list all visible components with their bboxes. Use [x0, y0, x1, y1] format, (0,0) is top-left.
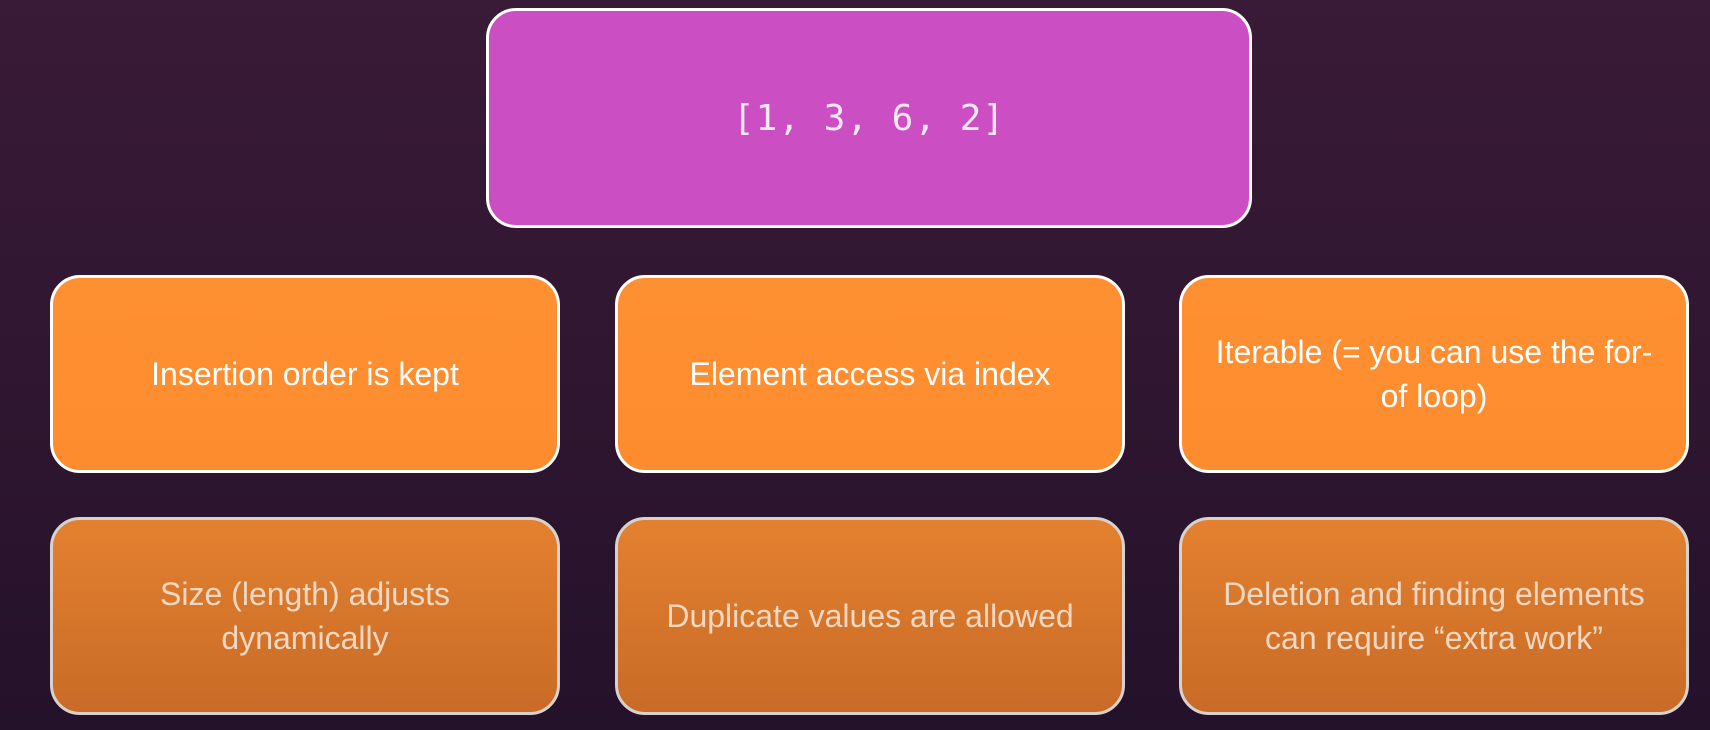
feature-card-text: Insertion order is kept: [151, 356, 459, 392]
feature-card-text: Duplicate values are allowed: [666, 598, 1074, 634]
array-literal: [1, 3, 6, 2]: [732, 97, 1006, 139]
feature-card-extra-work: Deletion and finding elements can requir…: [1179, 517, 1689, 715]
feature-card-text: Iterable (= you can use the for-of loop): [1215, 334, 1653, 414]
feature-card-duplicates-allowed: Duplicate values are allowed: [615, 517, 1125, 715]
feature-card-text: Element access via index: [689, 356, 1051, 392]
feature-card-dynamic-size: Size (length) adjusts dynamically: [50, 517, 560, 715]
feature-card-iterable: Iterable (= you can use the for-of loop): [1179, 275, 1689, 473]
feature-card-index-access: Element access via index: [615, 275, 1125, 473]
array-example-box: [1, 3, 6, 2]: [486, 8, 1252, 228]
feature-card-insertion-order: Insertion order is kept: [50, 275, 560, 473]
feature-card-text: Deletion and finding elements can requir…: [1223, 576, 1645, 656]
feature-card-text: Size (length) adjusts dynamically: [160, 576, 450, 656]
